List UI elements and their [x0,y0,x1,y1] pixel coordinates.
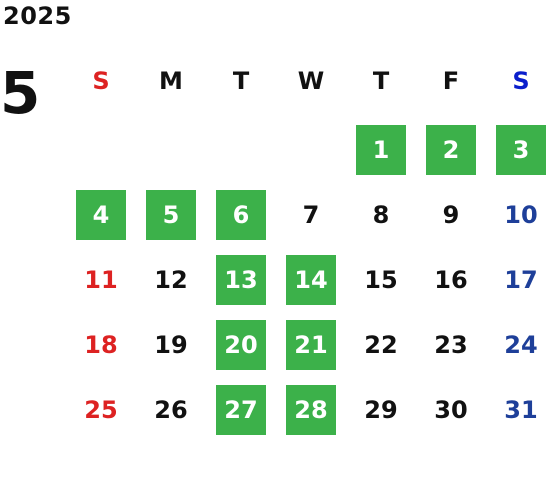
month-number: 5 [0,59,41,127]
day-cell-18[interactable]: 18 [84,331,118,359]
day-cell-7[interactable]: 7 [302,201,320,229]
day-cell-6-highlighted[interactable]: 6 [216,190,266,240]
day-cell-24[interactable]: 24 [504,331,538,359]
day-cell-3-highlighted[interactable]: 3 [496,125,546,175]
day-cell-13-highlighted[interactable]: 13 [216,255,266,305]
weekday-friday: F [442,67,460,95]
day-cell-29[interactable]: 29 [364,396,398,424]
day-cell-30[interactable]: 30 [434,396,468,424]
day-cell-17[interactable]: 17 [504,266,538,294]
day-cell-2-highlighted[interactable]: 2 [426,125,476,175]
day-cell-26[interactable]: 26 [154,396,188,424]
weekday-wednesday: W [297,67,325,95]
day-cell-25[interactable]: 25 [84,396,118,424]
weekday-tuesday: T [232,67,250,95]
weekday-saturday: S [512,67,530,95]
day-cell-22[interactable]: 22 [364,331,398,359]
day-cell-9[interactable]: 9 [442,201,460,229]
day-cell-1-highlighted[interactable]: 1 [356,125,406,175]
weekday-thursday: T [372,67,390,95]
day-cell-15[interactable]: 15 [364,266,398,294]
weekday-sunday: S [92,67,110,95]
day-cell-14-highlighted[interactable]: 14 [286,255,336,305]
day-cell-23[interactable]: 23 [434,331,468,359]
year-label: 2025 [3,2,72,30]
day-cell-16[interactable]: 16 [434,266,468,294]
day-cell-20-highlighted[interactable]: 20 [216,320,266,370]
day-cell-31[interactable]: 31 [504,396,538,424]
day-cell-8[interactable]: 8 [372,201,390,229]
day-cell-11[interactable]: 11 [84,266,118,294]
day-cell-28-highlighted[interactable]: 28 [286,385,336,435]
day-cell-5-highlighted[interactable]: 5 [146,190,196,240]
day-cell-27-highlighted[interactable]: 27 [216,385,266,435]
weekday-monday: M [159,67,183,95]
day-cell-12[interactable]: 12 [154,266,188,294]
day-cell-19[interactable]: 19 [154,331,188,359]
day-cell-21-highlighted[interactable]: 21 [286,320,336,370]
day-cell-10[interactable]: 10 [504,201,538,229]
day-cell-4-highlighted[interactable]: 4 [76,190,126,240]
